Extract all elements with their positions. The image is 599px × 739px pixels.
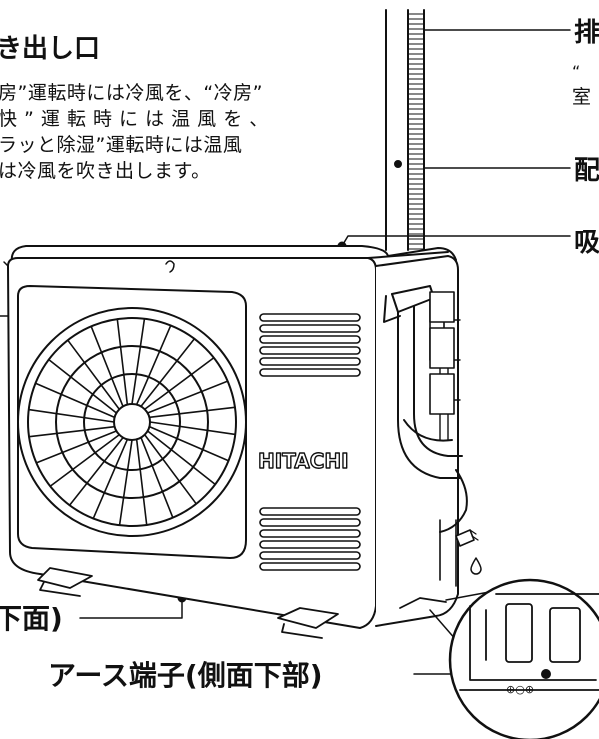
terminal-symbols: ⊕○⊕ [506, 683, 534, 696]
ground-terminal-zoom [429, 578, 599, 739]
outlet-desc-line-1: 房”運転時には冷風を、“冷房” [0, 82, 264, 104]
fan-guard [17, 285, 247, 559]
unit-feet [37, 567, 447, 639]
label-intake: 吸 [574, 228, 599, 258]
outlet-title: き出し口 [0, 34, 101, 64]
label-exhaust-sub-1: “ [572, 62, 581, 81]
label-piping: 配 [574, 156, 599, 186]
outlet-desc-line-2: 快 ” 運 転 時 に は 温 風 を 、 [0, 108, 269, 130]
label-ground-terminal: アース端子(側面下部) [48, 659, 323, 692]
outlet-desc-line-4: は冷風を吹き出します。 [0, 160, 211, 182]
label-exhaust: 排 [574, 18, 599, 48]
refrigerant-pipes [383, 285, 468, 587]
label-exhaust-sub-2: 室 [572, 86, 592, 108]
label-bottom-face: 下面) [0, 602, 63, 635]
drain-hose [455, 529, 482, 575]
outlet-desc-line-3: ラッと除湿”運転時には温風 [0, 134, 243, 156]
brand-logo: HITACHI [258, 449, 349, 473]
vertical-pipe [385, 9, 425, 251]
side-grille [259, 313, 361, 571]
